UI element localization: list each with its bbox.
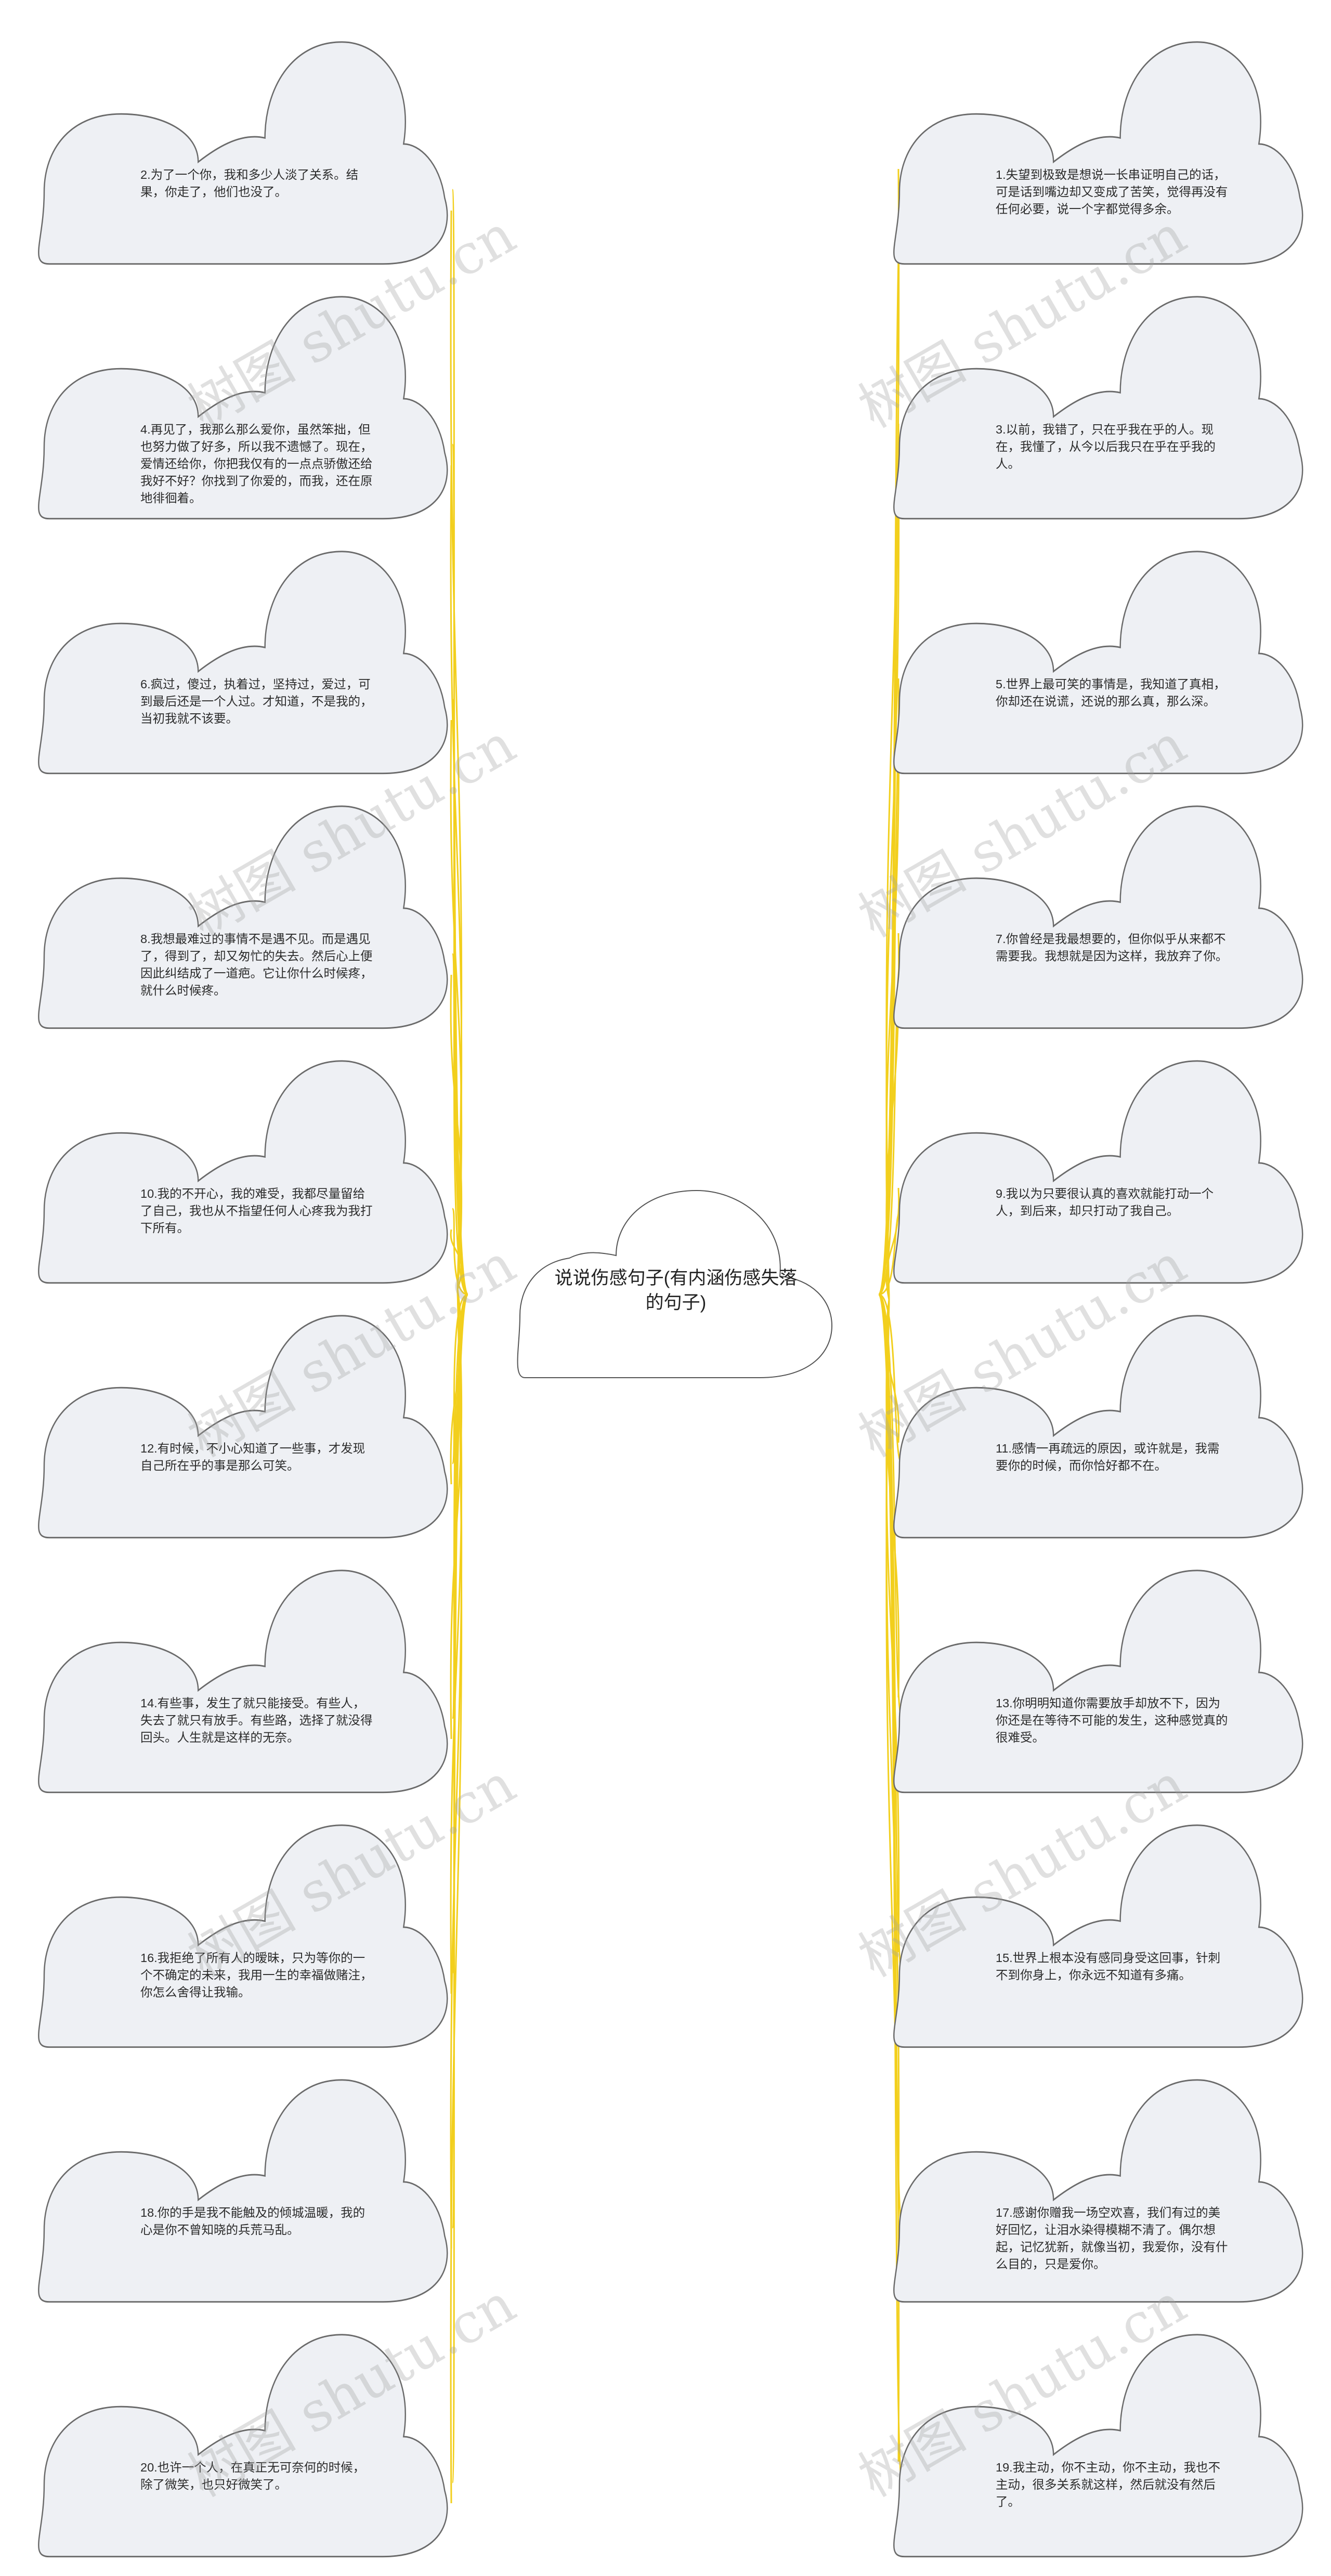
connector-right-accent-10 bbox=[885, 1299, 900, 2462]
left-topic-node-6[interactable]: 12.有时候，不小心知道了一些事，才发现自己所在乎的事是那么可笑。 bbox=[38, 1313, 458, 1547]
cloud-shape bbox=[893, 2334, 1303, 2558]
topic-text: 4.再见了，我那么那么爱你，虽然笨拙，但也努力做了好多，所以我不遗憾了。现在，爱… bbox=[140, 423, 373, 505]
cloud-shape bbox=[38, 1060, 448, 1284]
right-topic-node-8[interactable]: 15.世界上根本没有感同身受这回事，针刺不到你身上，你永远不知道有多痛。 bbox=[893, 1822, 1313, 2056]
cloud-shape bbox=[38, 2334, 448, 2558]
right-topic-node-5[interactable]: 9.我以为只要很认真的喜欢就能打动一个人，到后来，却只打动了我自己。 bbox=[893, 1058, 1313, 1292]
topic-text: 10.我的不开心，我的难受，我都尽量留给了自己，我也从不指望任何人心疼我为我打下… bbox=[140, 1187, 373, 1235]
cloud-shape bbox=[893, 1060, 1303, 1284]
right-topic-node-2[interactable]: 3.以前，我错了，只在乎我在乎的人。现在，我懂了，从今以后我只在乎在乎我的人。 bbox=[893, 294, 1313, 528]
topic-text: 17.感谢你赠我一场空欢喜，我们有过的美好回忆，让泪水染得模糊不清了。偶尔想起，… bbox=[996, 2206, 1228, 2271]
topic-text: 5.世界上最可笑的事情是，我知道了真相，你却还在说谎，还说的那么真，那么深。 bbox=[996, 677, 1226, 708]
topic-text: 19.我主动，你不主动，你不主动，我也不主动，很多关系就这样，然后就没有然后了。 bbox=[996, 2461, 1221, 2508]
topic-text: 11.感情一再疏远的原因，或许就是，我需要你的时候，而你恰好都不在。 bbox=[996, 1442, 1220, 1472]
topic-text: 1.失望到极致是想说一长串证明自己的话，可是话到嘴边却又变成了苦笑，觉得再没有任… bbox=[996, 168, 1228, 216]
connector-left-6 bbox=[451, 1293, 468, 1464]
topic-text: 12.有时候，不小心知道了一些事，才发现自己所在乎的事是那么可笑。 bbox=[140, 1442, 366, 1472]
right-topic-node-1[interactable]: 1.失望到极致是想说一长串证明自己的话，可是话到嘴边却又变成了苦笑，觉得再没有任… bbox=[893, 39, 1313, 273]
cloud-shape bbox=[893, 1824, 1303, 2048]
central-topic-title: 说说伤感句子(有内涵伤感失落的句子) bbox=[554, 1268, 798, 1313]
cloud-shape bbox=[38, 1824, 448, 2048]
topic-text: 8.我想最难过的事情不是遇不见。而是遇见了，得到了，却又匆忙的失去。然后心上便因… bbox=[140, 932, 373, 997]
topic-text: 18.你的手是我不能触及的倾城温暖，我的心是你不曾知晓的兵荒马乱。 bbox=[140, 2206, 366, 2237]
connector-left-accent-4 bbox=[450, 974, 463, 1290]
cloud-shape bbox=[893, 2079, 1303, 2303]
topic-text: 9.我以为只要很认真的喜欢就能打动一个人，到后来，却只打动了我自己。 bbox=[996, 1187, 1214, 1218]
cloud-shape bbox=[893, 41, 1303, 265]
connector-left-accent-10 bbox=[450, 1289, 463, 2504]
connector-right-6 bbox=[878, 1293, 903, 1464]
left-topic-node-8[interactable]: 16.我拒绝了所有人的暧昧，只为等你的一个不确定的未来，我用一生的幸福做赌注，你… bbox=[38, 1822, 458, 2056]
cloud-shape bbox=[893, 296, 1303, 520]
topic-text: 13.你明明知道你需要放手却放不下，因为你还是在等待不可能的发生，这种感觉真的很… bbox=[996, 1696, 1228, 1744]
cloud-shape bbox=[893, 551, 1303, 775]
right-topic-node-4[interactable]: 7.你曾经是我最想要的，但你似乎从来都不需要我。我想就是因为这样，我放弃了你。 bbox=[893, 803, 1313, 1037]
left-topic-node-7[interactable]: 14.有些事，发生了就只能接受。有些人，失去了就只有放手。有些路，选择了就没得回… bbox=[38, 1567, 458, 1801]
cloud-shape bbox=[38, 2079, 448, 2303]
connector-left-accent-5 bbox=[450, 1229, 463, 1290]
connector-left-5 bbox=[451, 1208, 468, 1296]
cloud-shape bbox=[893, 1570, 1303, 1794]
cloud-shape bbox=[38, 805, 448, 1029]
cloud-shape bbox=[38, 41, 448, 265]
topic-text: 2.为了一个你，我和多少人淡了关系。结果，你走了，他们也没了。 bbox=[140, 168, 359, 199]
left-topic-node-10[interactable]: 20.也许一个人，在真正无可奈何的时候，除了微笑，也只好微笑了。 bbox=[38, 2332, 458, 2566]
right-topic-node-10[interactable]: 19.我主动，你不主动，你不主动，我也不主动，很多关系就这样，然后就没有然后了。 bbox=[893, 2332, 1313, 2566]
right-topic-node-7[interactable]: 13.你明明知道你需要放手却放不下，因为你还是在等待不可能的发生，这种感觉真的很… bbox=[893, 1567, 1313, 1801]
cloud-shape bbox=[893, 1315, 1303, 1539]
right-topic-node-9[interactable]: 17.感谢你赠我一场空欢喜，我们有过的美好回忆，让泪水染得模糊不清了。偶尔想起，… bbox=[893, 2077, 1313, 2311]
right-topic-node-6[interactable]: 11.感情一再疏远的原因，或许就是，我需要你的时候，而你恰好都不在。 bbox=[893, 1313, 1313, 1547]
left-topic-node-3[interactable]: 6.疯过，傻过，执着过，坚持过，爱过，可到最后还是一个人过。才知道，不是我的，当… bbox=[38, 548, 458, 782]
cloud-shape bbox=[893, 805, 1303, 1029]
topic-text: 6.疯过，傻过，执着过，坚持过，爱过，可到最后还是一个人过。才知道，不是我的，当… bbox=[140, 677, 373, 725]
topic-text: 3.以前，我错了，只在乎我在乎的人。现在，我懂了，从今以后我只在乎在乎我的人。 bbox=[996, 423, 1216, 470]
central-topic-node[interactable]: 说说伤感句子(有内涵伤感失落的句子) bbox=[468, 1159, 884, 1430]
cloud-shape bbox=[38, 1315, 448, 1539]
cloud-shape bbox=[38, 551, 448, 775]
left-topic-node-9[interactable]: 18.你的手是我不能触及的倾城温暖，我的心是你不曾知晓的兵荒马乱。 bbox=[38, 2077, 458, 2311]
right-topic-node-3[interactable]: 5.世界上最可笑的事情是，我知道了真相，你却还在说谎，还说的那么真，那么深。 bbox=[893, 548, 1313, 782]
central-cloud-shape bbox=[517, 1189, 833, 1378]
cloud-shape bbox=[38, 1570, 448, 1794]
topic-text: 15.世界上根本没有感同身受这回事，针刺不到你身上，你永远不知道有多痛。 bbox=[996, 1951, 1221, 1982]
topic-text: 7.你曾经是我最想要的，但你似乎从来都不需要我。我想就是因为这样，我放弃了你。 bbox=[996, 932, 1228, 963]
left-topic-node-5[interactable]: 10.我的不开心，我的难受，我都尽量留给了自己，我也从不指望任何人心疼我为我打下… bbox=[38, 1058, 458, 1292]
left-topic-node-2[interactable]: 4.再见了，我那么那么爱你，虽然笨拙，但也努力做了好多，所以我不遗憾了。现在，爱… bbox=[38, 294, 458, 528]
connector-left-10 bbox=[451, 1293, 469, 2483]
topic-text: 16.我拒绝了所有人的暧昧，只为等你的一个不确定的未来，我用一生的幸福做赌注，你… bbox=[140, 1951, 373, 1999]
left-topic-node-4[interactable]: 8.我想最难过的事情不是遇不见。而是遇见了，得到了，却又匆忙的失去。然后心上便因… bbox=[38, 803, 458, 1037]
topic-text: 20.也许一个人，在真正无可奈何的时候，除了微笑，也只好微笑了。 bbox=[140, 2461, 366, 2491]
cloud-shape bbox=[38, 296, 448, 520]
topic-text: 14.有些事，发生了就只能接受。有些人，失去了就只有放手。有些路，选择了就没得回… bbox=[140, 1696, 373, 1744]
connector-right-accent-5 bbox=[885, 1187, 900, 1300]
left-topic-node-1[interactable]: 2.为了一个你，我和多少人淡了关系。结果，你走了，他们也没了。 bbox=[38, 39, 458, 273]
